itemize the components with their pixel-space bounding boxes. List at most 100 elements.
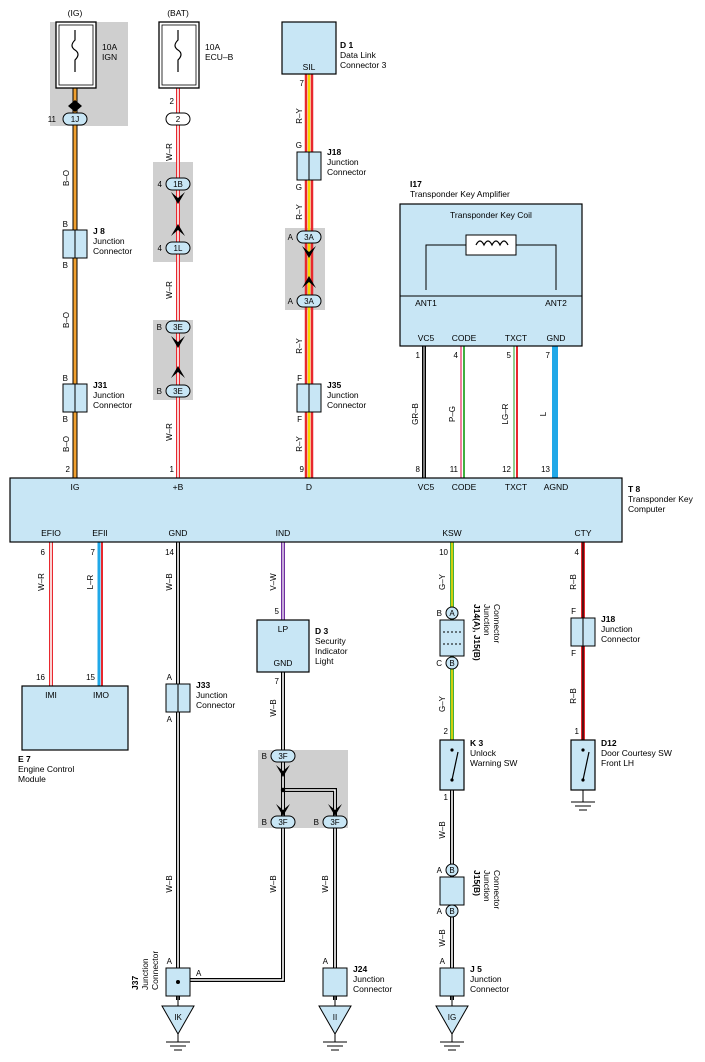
ground-icon-d12 [571,801,595,811]
svg-text:B: B [437,609,442,618]
svg-text:2: 2 [176,115,181,124]
i17-pinno-5: 5 [507,351,512,360]
t8-pinno-11: 11 [450,465,459,474]
t8-pinno-10: 10 [439,548,448,557]
wire-label-cty-2: R–B [569,688,578,704]
k3-pinno-1: 1 [444,793,449,802]
t8-pinno-14: 14 [165,548,174,557]
junction-j18-bottom: F F J18 Junction Connector [570,607,640,658]
svg-text:J18: J18 [327,147,341,157]
fuse-ig-rating: 10A [102,42,117,52]
junction-j31: B B J31 Junction Connector [62,374,132,424]
svg-text:B: B [262,752,267,761]
wire-label-bat-1: W–R [165,143,174,161]
svg-text:IK: IK [174,1013,182,1022]
wire-label-d-4: R–Y [295,436,304,452]
svg-text:B: B [63,374,68,383]
t8-pinno-6: 6 [41,548,46,557]
svg-text:J33: J33 [196,680,210,690]
t8-name: Transponder Key [628,494,694,504]
fuse-bat-source: (BAT) [167,8,189,18]
wire-label-ksw-2: G–Y [438,695,447,712]
svg-text:F: F [571,649,576,658]
svg-text:A: A [167,957,173,966]
ground-ik: IK [161,996,195,1051]
d1-name2: Connector 3 [340,60,387,70]
fuse-ig-name: IGN [102,52,117,62]
junction-j33: A A J33 Junction Connector [165,673,235,724]
svg-text:B: B [449,866,454,875]
svg-text:J35: J35 [327,380,341,390]
wire-label-ig-3: B–O [62,436,71,452]
svg-text:B: B [157,387,162,396]
wire-label-d3gnd-1: W–B [269,699,278,716]
connector-3a-bottom: 3A A [288,276,322,308]
fuse-ig-icon [71,30,79,72]
svg-text:J37: J37 [130,976,140,990]
svg-text:B: B [314,818,319,827]
svg-text:Connector: Connector [601,634,640,644]
connector-1b: 1B 4 [158,177,191,204]
wire-label-ig-1: B–O [62,170,71,186]
i17-pin-gnd: GND [547,333,566,343]
connector-1l: 1L 4 [158,224,191,255]
svg-text:3E: 3E [173,387,183,396]
svg-text:A: A [449,609,455,618]
wire-label-ind: V–W [269,573,278,591]
d3-pinno-7: 7 [275,677,280,686]
d3-pinno-5: 5 [275,607,280,616]
svg-text:Connector: Connector [327,400,366,410]
svg-text:A: A [288,297,294,306]
d1-id: D 1 [340,40,354,50]
i17-name: Transponder Key Amplifier [410,189,510,199]
wire-code [460,345,465,478]
svg-text:Connector: Connector [196,700,235,710]
wire-label-bat-3: W–R [165,423,174,441]
svg-text:A: A [440,957,446,966]
t8-pin-d: D [306,482,312,492]
svg-text:G: G [296,141,302,150]
t8-pin-b: +B [173,482,184,492]
svg-text:Junction: Junction [482,604,492,636]
svg-text:3F: 3F [330,818,339,827]
e7-id: E 7 [18,754,31,764]
d3-pin-gnd: GND [274,658,293,668]
svg-text:J 5: J 5 [470,964,482,974]
junction-j18-top: G G J18 Junction Connector [296,141,367,192]
t8-pin-ind: IND [276,528,291,538]
wire-label-gnd-1: W–B [165,573,174,590]
connector-3f-right: 3F B [314,804,348,829]
ground-ii: II [318,996,352,1051]
svg-text:A: A [437,866,443,875]
svg-text:A: A [323,957,329,966]
t8-pinno-12: 12 [502,465,511,474]
i17-id: I17 [410,179,422,189]
svg-text:B: B [449,907,454,916]
junction-j15: B A B A J15(B) Junction Connector [437,863,502,918]
junction-j37: A A J37 Junction Connector [130,951,202,997]
wire-label-d-3: R–Y [295,338,304,354]
wire-label-d-1: R–Y [295,108,304,124]
e7-pinno-15: 15 [86,673,95,682]
svg-text:11: 11 [48,115,57,124]
wire-label-gnd: L [539,411,548,416]
t8-pin-gnd: GND [169,528,188,538]
svg-text:F: F [297,374,302,383]
i17-pinno-7: 7 [546,351,551,360]
t8-pin-efii: EFII [92,528,108,538]
svg-text:Junction: Junction [327,157,359,167]
d3-name: Security [315,636,346,646]
svg-text:Junction: Junction [470,974,502,984]
wire-label-gnd-2: W–B [165,875,174,892]
svg-text:J24: J24 [353,964,367,974]
i17-ant1: ANT1 [415,298,437,308]
svg-text:Junction: Junction [140,958,150,990]
junction-j35: F F J35 Junction Connector [296,374,366,424]
svg-text:Connector: Connector [150,951,160,990]
t8-pin-cty: CTY [575,528,592,538]
wire-label-d-2: R–Y [295,204,304,220]
svg-text:J18: J18 [601,614,615,624]
i17-pin-txct: TXCT [505,333,527,343]
connector-3e-top: 3E B [157,320,191,348]
fuse-ig-source: (IG) [68,8,83,18]
